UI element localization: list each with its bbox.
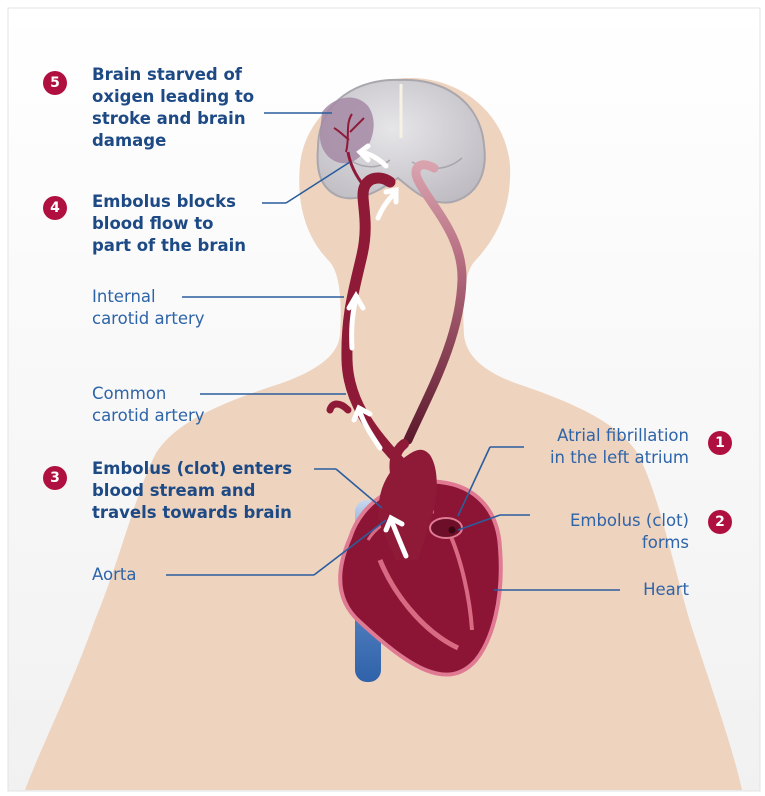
label-line: part of the brain — [92, 235, 246, 257]
label-line: blood flow to — [92, 213, 246, 235]
label-internal-carotid: Internal carotid artery — [92, 286, 205, 330]
label-aorta: Aorta — [92, 564, 136, 586]
label-line: blood stream and — [92, 480, 292, 502]
label-line: Internal — [92, 286, 205, 308]
step-2-badge: 2 — [708, 510, 732, 534]
label-line: forms — [570, 532, 689, 554]
label-line: damage — [92, 130, 254, 152]
embolus-clot — [449, 527, 456, 534]
label-atrial-fibrillation: Atrial fibrillation in the left atrium — [550, 425, 689, 469]
step-4-badge: 4 — [43, 196, 67, 220]
label-line: travels towards brain — [92, 502, 292, 524]
label-line: in the left atrium — [550, 447, 689, 469]
label-embolus-enters: Embolus (clot) enters blood stream and t… — [92, 458, 292, 524]
label-embolus-blocks: Embolus blocks blood flow to part of the… — [92, 191, 246, 257]
label-common-carotid: Common carotid artery — [92, 383, 205, 427]
label-line: Embolus blocks — [92, 191, 246, 213]
step-5-badge: 5 — [43, 71, 67, 95]
label-line: oxigen leading to — [92, 86, 254, 108]
label-line: Heart — [643, 579, 689, 601]
label-line: stroke and brain — [92, 108, 254, 130]
label-brain-starved: Brain starved of oxigen leading to strok… — [92, 64, 254, 152]
label-line: Embolus (clot) — [570, 510, 689, 532]
label-line: Embolus (clot) enters — [92, 458, 292, 480]
label-line: Common — [92, 383, 205, 405]
step-3-badge: 3 — [43, 466, 67, 490]
label-heart: Heart — [643, 579, 689, 601]
step-1-badge: 1 — [708, 431, 732, 455]
label-line: carotid artery — [92, 308, 205, 330]
left-atrium — [430, 518, 462, 538]
label-embolus-forms: Embolus (clot) forms — [570, 510, 689, 554]
label-line: carotid artery — [92, 405, 205, 427]
label-line: Aorta — [92, 564, 136, 586]
label-line: Brain starved of — [92, 64, 254, 86]
label-line: Atrial fibrillation — [550, 425, 689, 447]
